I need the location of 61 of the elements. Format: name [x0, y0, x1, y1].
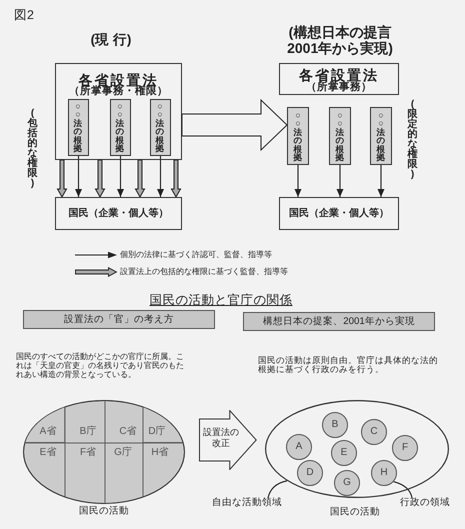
agency-circle: D [297, 460, 323, 486]
law-box [55, 63, 182, 160]
leader-label: 行政の領域 [400, 498, 450, 508]
basis-box: ○○法の根拠 [68, 98, 88, 156]
paragraph: 国民の活動は原則自由。官庁は具体的な法的根拠に基づく行政のみを行う。 [258, 356, 439, 374]
heading: (現 行) [90, 32, 132, 48]
citizens-box: 国民（企業・個人等） [55, 197, 182, 230]
leader-label: 自由な活動領域 [212, 498, 282, 508]
grid-cell: E省 [23, 443, 65, 498]
leader-line [267, 480, 288, 498]
block-arrow [182, 98, 288, 152]
basis-box: ○○法の根拠 [287, 107, 309, 165]
law-box [279, 63, 399, 95]
grid-cell: D庁 [143, 406, 184, 443]
agency-circle: A [286, 434, 312, 460]
citizens-box: 国民（企業・個人等） [279, 197, 399, 230]
hatched-arrow [170, 160, 182, 198]
box-title: 各省設置法 [78, 72, 158, 86]
vertical-label: (包括的な権限) [26, 109, 38, 189]
grid-cell: B庁 [65, 400, 105, 443]
legend-text: 個別の法律に基づく許認可、監督、指導等 [120, 250, 272, 258]
paragraph: 国民のすべての活動がどこかの官庁に所属。これは「天皇の官吏」の名残りであり官民のもたれあい構造の背景となっている。 [16, 353, 184, 380]
agency-circle: E [331, 440, 357, 466]
heading-band: 設置法の「官」の考え方 [23, 310, 215, 329]
arrow [294, 165, 302, 197]
heading: (構想日本の提言2001年から実現) [286, 24, 394, 56]
basis-box: ○○法の根拠 [370, 107, 392, 165]
region-ellipse [23, 400, 185, 504]
ellipse-label: 国民の活動 [330, 507, 380, 517]
box-subtitle: （所掌事務・権限） [69, 85, 168, 96]
basis-box: ○○法の根拠 [110, 98, 130, 156]
grid-cell: A省 [24, 406, 65, 443]
heading-band: 構想日本の提案、2001年から実現 [243, 312, 435, 331]
grid-cell: C省 [105, 400, 143, 443]
legend-text: 設置法上の包括的な権限に基づく監督、指導等 [120, 268, 288, 276]
region-ellipse [265, 400, 449, 498]
ellipse-label: 国民の活動 [79, 506, 129, 516]
grid-cell: F省 [65, 443, 105, 504]
box-subtitle: （所掌事務） [306, 82, 372, 92]
agency-circle: B [322, 412, 348, 438]
block-arrow: 設置法の改正 [199, 410, 257, 470]
section-heading: 国民の活動と官庁の関係 [150, 293, 292, 308]
agency-circle: H [371, 460, 397, 486]
arrow [157, 156, 164, 197]
basis-box: ○○法の根拠 [329, 107, 351, 165]
arrow [336, 165, 344, 197]
grid-cell: H省 [143, 443, 185, 498]
hatched-arrow [94, 160, 106, 198]
arrow [75, 156, 82, 197]
basis-box: ○○法の根拠 [150, 98, 170, 156]
box-title: 各省設置法 [299, 68, 379, 82]
agency-circle: C [361, 419, 387, 445]
hatched-arrow [56, 160, 68, 198]
vertical-label: (限定的な権限) [406, 100, 418, 180]
arrow [117, 156, 124, 197]
hatched-arrow [134, 160, 146, 198]
grid-cell: G庁 [105, 443, 143, 504]
agency-circle: G [334, 470, 360, 496]
figure-number: 図2 [14, 8, 34, 22]
agency-circle: F [392, 435, 418, 461]
arrow [378, 165, 384, 197]
